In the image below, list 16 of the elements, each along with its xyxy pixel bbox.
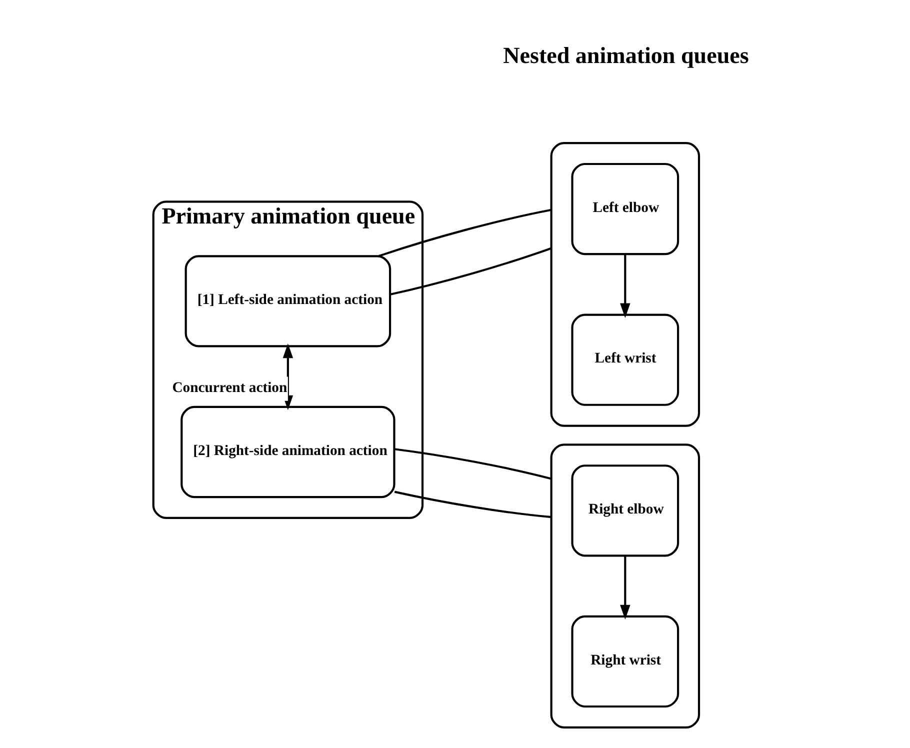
connector [394, 448, 552, 480]
connector [378, 208, 552, 257]
node-box: Right elbow [570, 464, 679, 556]
node-box: Left wrist [570, 313, 679, 406]
connector [390, 246, 552, 295]
node-box: Left elbow [570, 162, 679, 255]
label: Nested animation queues [502, 42, 748, 68]
arrow [620, 556, 630, 620]
arrow [620, 254, 630, 318]
node-box: [1] Left-side animation action [184, 254, 391, 347]
node-box: Right wrist [570, 614, 679, 708]
cluster [550, 142, 700, 426]
connector [394, 490, 551, 518]
edge-label: Concurrent action [172, 380, 287, 396]
node-box: [2] Right-side animation action [180, 405, 395, 498]
cluster [550, 443, 700, 728]
